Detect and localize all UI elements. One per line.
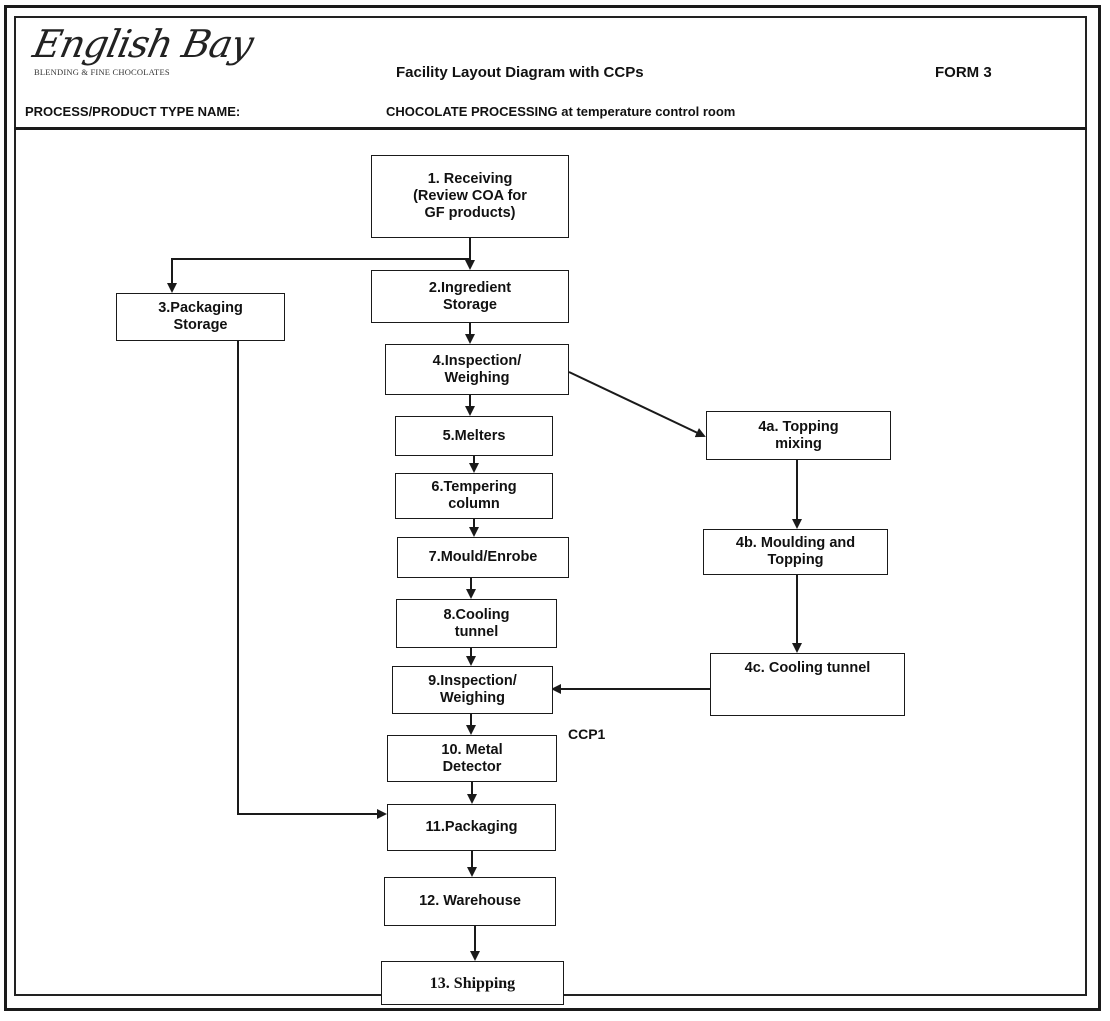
company-logo: English Bay BLENDING & FINE CHOCOLATES [29, 22, 256, 82]
step-4-inspection-weighing: 4.Inspection/ Weighing [385, 344, 569, 395]
step-13-shipping: 13. Shipping [381, 961, 564, 1005]
connector-3-11 [237, 341, 387, 819]
process-label: PROCESS/PRODUCT TYPE NAME: [25, 104, 241, 119]
logo-tagline: BLENDING & FINE CHOCOLATES [34, 67, 170, 77]
connector-4-4a [568, 371, 706, 438]
step-7-mould-enrobe: 7.Mould/Enrobe [397, 537, 569, 578]
step-4c-cooling-tunnel: 4c. Cooling tunnel [710, 653, 905, 716]
step-8-cooling-tunnel: 8.Cooling tunnel [396, 599, 557, 648]
step-9-inspection-weighing: 9.Inspection/ Weighing [392, 666, 553, 714]
step-6-tempering-column: 6.Tempering column [395, 473, 553, 519]
step-4b-moulding-topping: 4b. Moulding and Topping [703, 529, 888, 575]
process-value: CHOCOLATE PROCESSING at temperature cont… [386, 104, 736, 119]
step-10-metal-detector: 10. Metal Detector [387, 735, 557, 782]
ccp1-label: CCP1 [568, 726, 606, 742]
diagram-title: Facility Layout Diagram with CCPs [396, 64, 644, 81]
form-number: FORM 3 [935, 64, 992, 81]
step-12-warehouse: 12. Warehouse [384, 877, 556, 926]
step-3-packaging-storage: 3.Packaging Storage [116, 293, 285, 341]
header-divider [14, 127, 1087, 130]
step-2-ingredient-storage: 2.Ingredient Storage [371, 270, 569, 323]
step-4a-topping-mixing: 4a. Topping mixing [706, 411, 891, 460]
step-1-receiving: 1. Receiving (Review COA for GF products… [371, 155, 569, 238]
connector-1-3 [167, 258, 470, 293]
step-11-packaging: 11.Packaging [387, 804, 556, 851]
step-5-melters: 5.Melters [395, 416, 553, 456]
outer-frame [4, 5, 1101, 1011]
